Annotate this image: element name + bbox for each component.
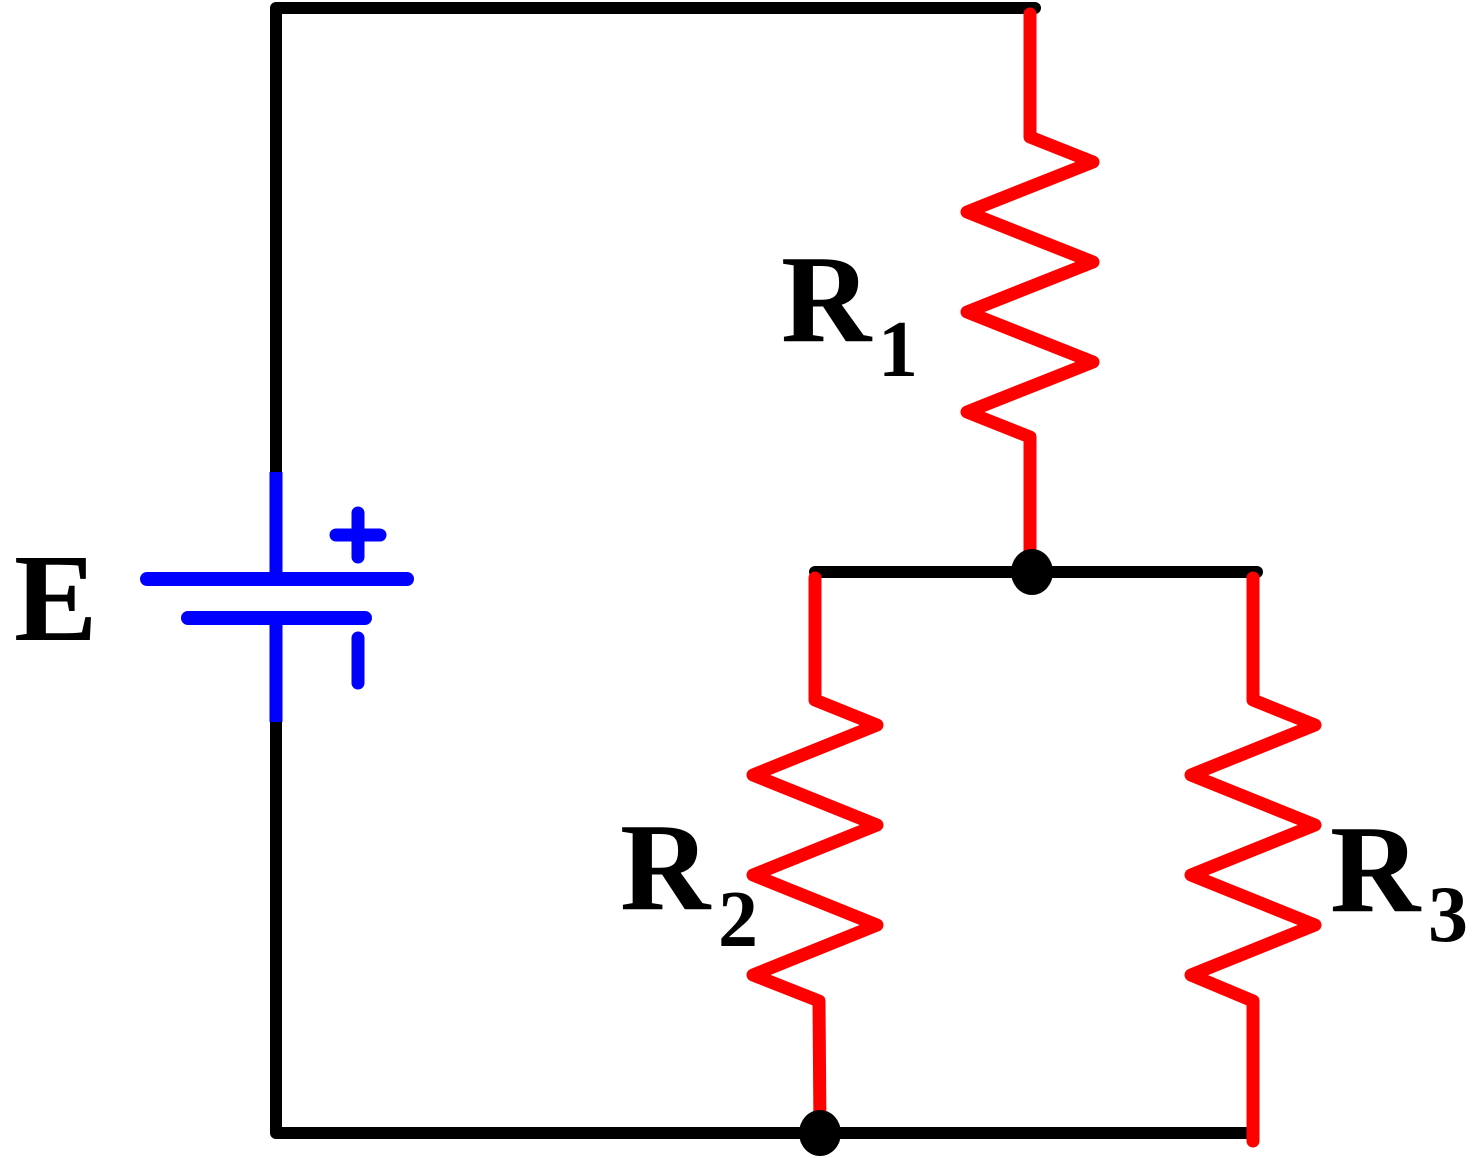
resistor-r3 <box>1184 571 1322 1148</box>
battery-symbol <box>140 472 414 722</box>
r3-label-subscript: 3 <box>1428 871 1468 959</box>
r2-label: R <box>620 799 712 937</box>
r1-label-subscript: 1 <box>878 306 918 394</box>
r2-label-subscript: 2 <box>718 876 758 964</box>
top-wire <box>270 2 1041 482</box>
r3-label: R <box>1330 801 1422 939</box>
plus-icon <box>329 506 387 564</box>
resistor-r1 <box>960 7 1100 577</box>
r1-label: R <box>781 231 873 369</box>
resistor-r2 <box>746 571 884 1138</box>
battery-label: E <box>14 530 97 668</box>
junction-dot-top <box>1011 549 1053 595</box>
junction-dot-bottom <box>799 1110 841 1156</box>
left-lower-wire <box>270 710 1259 1139</box>
